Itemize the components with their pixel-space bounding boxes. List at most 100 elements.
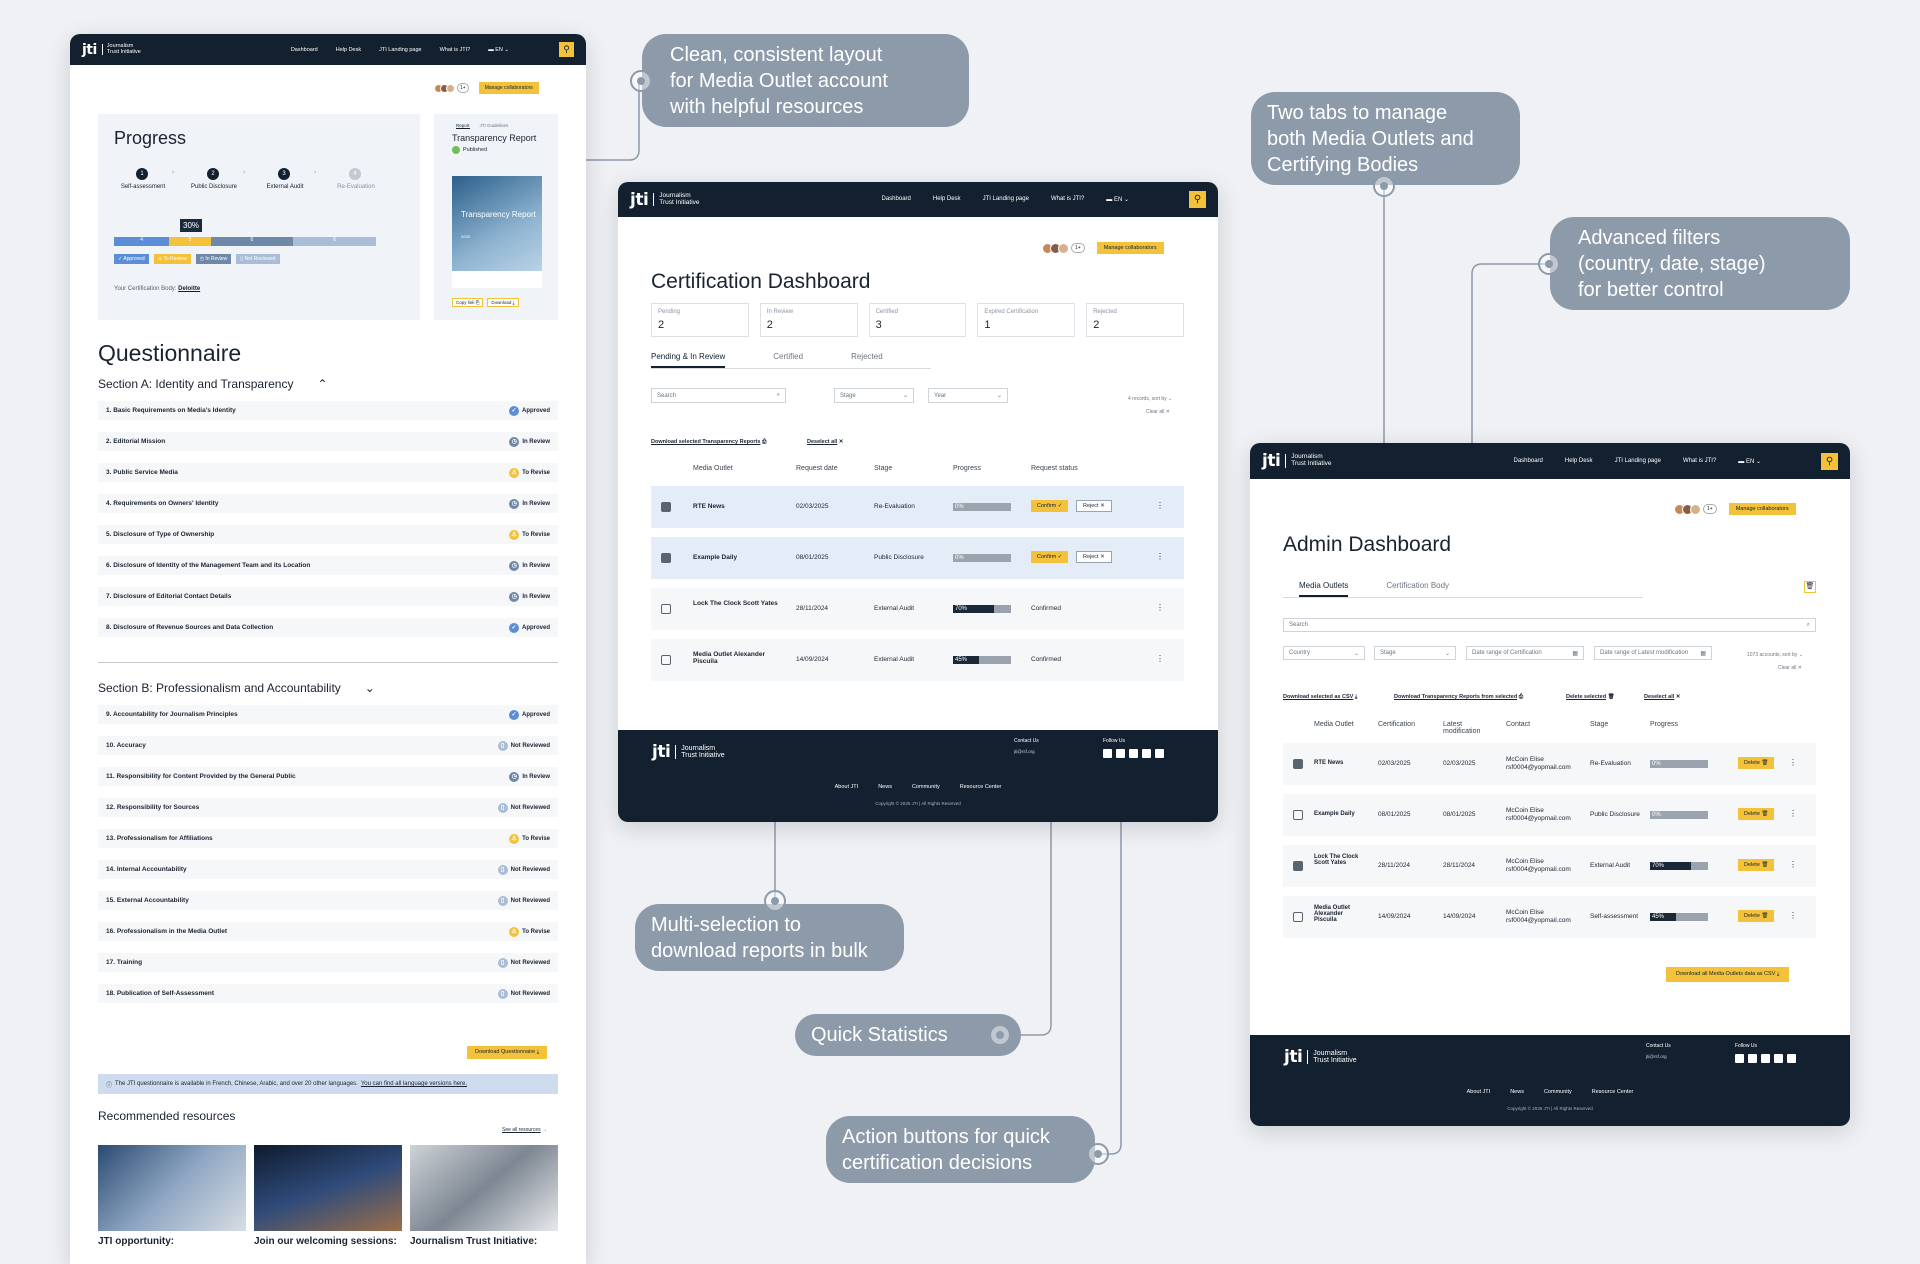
questionnaire-item[interactable]: 9. Accountability for Journalism Princip…	[98, 705, 558, 725]
questionnaire-item[interactable]: 3. Public Service Media⚠To Revise	[98, 463, 558, 483]
nav-help-desk[interactable]: Help Desk	[932, 196, 961, 202]
download-selected-reports-button[interactable]: Download selected Transparency Reports ⎙	[651, 439, 767, 445]
col-contact[interactable]: Contact	[1506, 721, 1531, 728]
certification-date-range[interactable]: Date range of Certification▦	[1466, 646, 1584, 660]
copy-link-button[interactable]: Copy link ⎘	[452, 298, 484, 307]
footer-news[interactable]: News	[1510, 1089, 1524, 1095]
tab-media-outlets[interactable]: Media Outlets	[1299, 581, 1349, 597]
nav-help-desk[interactable]: Help Desk	[1564, 457, 1593, 464]
reject-button[interactable]: Reject ✕	[1076, 500, 1112, 512]
search-input[interactable]: Search⌕	[651, 388, 786, 403]
col-stage[interactable]: Stage	[1590, 721, 1609, 728]
nav-dashboard[interactable]: Dashboard	[881, 196, 911, 202]
outlet-name[interactable]: RTE News	[1314, 760, 1344, 766]
search-input[interactable]: Search⌕	[1283, 618, 1816, 632]
row-checkbox[interactable]	[661, 553, 671, 563]
manage-collaborators-button[interactable]: Manage collaborators	[1728, 503, 1796, 515]
questionnaire-item[interactable]: 7. Disclosure of Editorial Contact Detai…	[98, 587, 558, 607]
nav-what-is[interactable]: What is JTI?	[439, 46, 471, 53]
more-options-icon[interactable]: ⋮	[1156, 654, 1164, 663]
manage-collaborators-button[interactable]: Manage collaborators	[478, 82, 539, 94]
questionnaire-item[interactable]: 5. Disclosure of Type of Ownership⚠To Re…	[98, 525, 558, 545]
deselect-all-button[interactable]: Deselect all ✕	[1644, 694, 1681, 700]
language-select[interactable]: ▬ EN ⌄	[1738, 458, 1761, 465]
contact-email[interactable]: jti@rsf.org	[1646, 1054, 1667, 1059]
questionnaire-item[interactable]: 11. Responsibility for Content Provided …	[98, 767, 558, 787]
nav-landing[interactable]: JTI Landing page	[1614, 457, 1661, 464]
col-request-date[interactable]: Request date	[796, 465, 838, 472]
user-icon[interactable]: ⚲	[1821, 452, 1838, 470]
questionnaire-item[interactable]: 4. Requirements on Owners' Identity◷In R…	[98, 494, 558, 514]
linkedin-icon[interactable]	[1142, 749, 1151, 758]
language-versions-link[interactable]: You can find all language versions here.	[360, 1081, 468, 1087]
more-options-icon[interactable]: ⋮	[1789, 809, 1797, 818]
contact-email[interactable]: rsf0004@yopmail.com	[1506, 815, 1571, 822]
footer-news[interactable]: News	[878, 784, 892, 790]
modification-date-range[interactable]: Date range of Latest modification▦	[1594, 646, 1712, 660]
footer-community[interactable]: Community	[1543, 1089, 1572, 1095]
outlet-name[interactable]: Media Outlet Alexander Piscuila	[693, 651, 765, 665]
footer-about[interactable]: About JTI	[834, 784, 859, 790]
section-b-header[interactable]: Section B: Professionalism and Accountab…	[98, 681, 375, 695]
user-icon[interactable]: ⚲	[1189, 191, 1206, 208]
outlet-name[interactable]: Lock The Clock Scott Yates	[693, 600, 778, 607]
instagram-icon[interactable]	[1129, 749, 1138, 758]
col-media-outlet[interactable]: Media Outlet	[1314, 721, 1354, 728]
more-options-icon[interactable]: ⋮	[1156, 603, 1164, 612]
questionnaire-item[interactable]: 2. Editorial Mission◷In Review	[98, 432, 558, 452]
user-icon[interactable]: ⚲	[559, 42, 574, 57]
delete-button[interactable]: Delete 🗑	[1738, 808, 1775, 820]
resource-image-office[interactable]	[410, 1145, 558, 1231]
row-checkbox[interactable]	[661, 604, 671, 614]
report-cover[interactable]: Transparency Report 2025	[452, 176, 542, 288]
language-select[interactable]: ▬ EN ⌄	[1106, 197, 1129, 203]
twitter-icon[interactable]	[1748, 1054, 1757, 1063]
questionnaire-item[interactable]: 18. Publication of Self-Assessment▯Not R…	[98, 984, 558, 1004]
more-options-icon[interactable]: ⋮	[1156, 501, 1164, 510]
delete-button[interactable]: Delete 🗑	[1738, 859, 1775, 871]
download-csv-button[interactable]: Download selected as CSV ⤓	[1283, 694, 1358, 700]
trash-icon[interactable]: 🗑	[1804, 581, 1816, 593]
contact-email[interactable]: rsf0004@yopmail.com	[1506, 917, 1571, 924]
sort-control[interactable]: 1073 accounts, sort by ⌄	[1747, 652, 1803, 658]
resource-caption-3[interactable]: Journalism Trust Initiative:	[410, 1236, 538, 1247]
outlet-name[interactable]: Media Outlet Alexander Piscuila	[1314, 905, 1351, 923]
col-certification[interactable]: Certification	[1378, 721, 1415, 728]
col-request-status[interactable]: Request status	[1031, 465, 1078, 472]
see-all-resources-link[interactable]: See all resources →	[502, 1127, 548, 1133]
row-checkbox[interactable]	[661, 655, 671, 665]
questionnaire-item[interactable]: 16. Professionalism in the Media Outlet⚠…	[98, 922, 558, 942]
contact-email[interactable]: rsf0004@yopmail.com	[1506, 866, 1571, 873]
delete-selected-button[interactable]: Delete selected 🗑	[1566, 694, 1615, 700]
col-media-outlet[interactable]: Media Outlet	[693, 465, 733, 472]
collaborator-avatars[interactable]: 1+	[1674, 503, 1717, 515]
col-stage[interactable]: Stage	[874, 465, 893, 472]
more-options-icon[interactable]: ⋮	[1789, 911, 1797, 920]
questionnaire-item[interactable]: 10. Accuracy▯Not Reviewed	[98, 736, 558, 756]
stage-select[interactable]: Stage⌄	[1374, 646, 1456, 660]
outlet-name[interactable]: Lock The Clock Scott Yates	[1314, 854, 1359, 866]
footer-community[interactable]: Community	[911, 784, 940, 790]
download-all-csv-button[interactable]: Download all Media Outlets data as CSV ⤓	[1666, 967, 1790, 982]
nav-landing[interactable]: JTI Landing page	[982, 196, 1029, 202]
questionnaire-item[interactable]: 8. Disclosure of Revenue Sources and Dat…	[98, 618, 558, 638]
questionnaire-item[interactable]: 1. Basic Requirements on Media's Identit…	[98, 401, 558, 421]
questionnaire-item[interactable]: 12. Responsibility for Sources▯Not Revie…	[98, 798, 558, 818]
cert-body-link[interactable]: Deloitte	[178, 286, 201, 292]
row-checkbox[interactable]	[1293, 759, 1303, 769]
linkedin-icon[interactable]	[1774, 1054, 1783, 1063]
country-select[interactable]: Country⌄	[1283, 646, 1365, 660]
outlet-name[interactable]: Example Daily	[693, 554, 738, 561]
footer-about[interactable]: About JTI	[1466, 1089, 1491, 1095]
outlet-name[interactable]: Example Daily	[1314, 811, 1355, 817]
contact-email[interactable]: jti@rsf.org	[1014, 749, 1035, 754]
tab-guidelines[interactable]: JTI Guidelines	[479, 123, 509, 128]
footer-resources[interactable]: Resource Center	[959, 784, 1002, 790]
col-latest-modification[interactable]: Latest modification	[1443, 721, 1481, 735]
